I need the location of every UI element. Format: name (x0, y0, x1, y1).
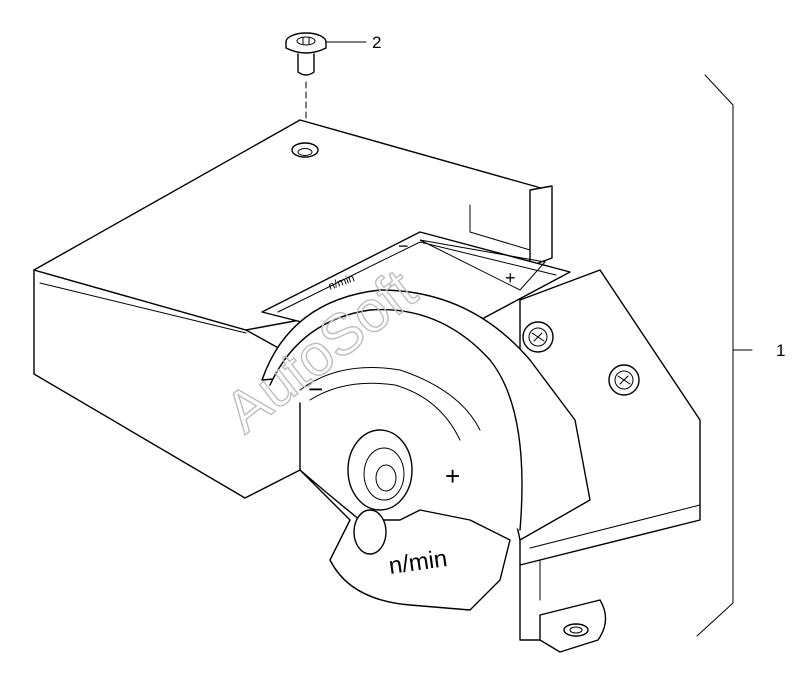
screw-part (285, 32, 327, 76)
dial-hub (347, 429, 413, 511)
assembly-bracket (696, 74, 753, 637)
plate-minus-sign: − (398, 236, 409, 256)
adjustment-dial: + − (261, 289, 591, 541)
dial-minus-sign: − (308, 374, 323, 404)
plate-plus-sign: + (505, 268, 516, 288)
callout-1-label: 1 (776, 341, 785, 360)
callout-2-label: 2 (372, 33, 381, 52)
speed-knob: n/min (299, 469, 511, 611)
dial-plus-sign: + (445, 461, 460, 491)
